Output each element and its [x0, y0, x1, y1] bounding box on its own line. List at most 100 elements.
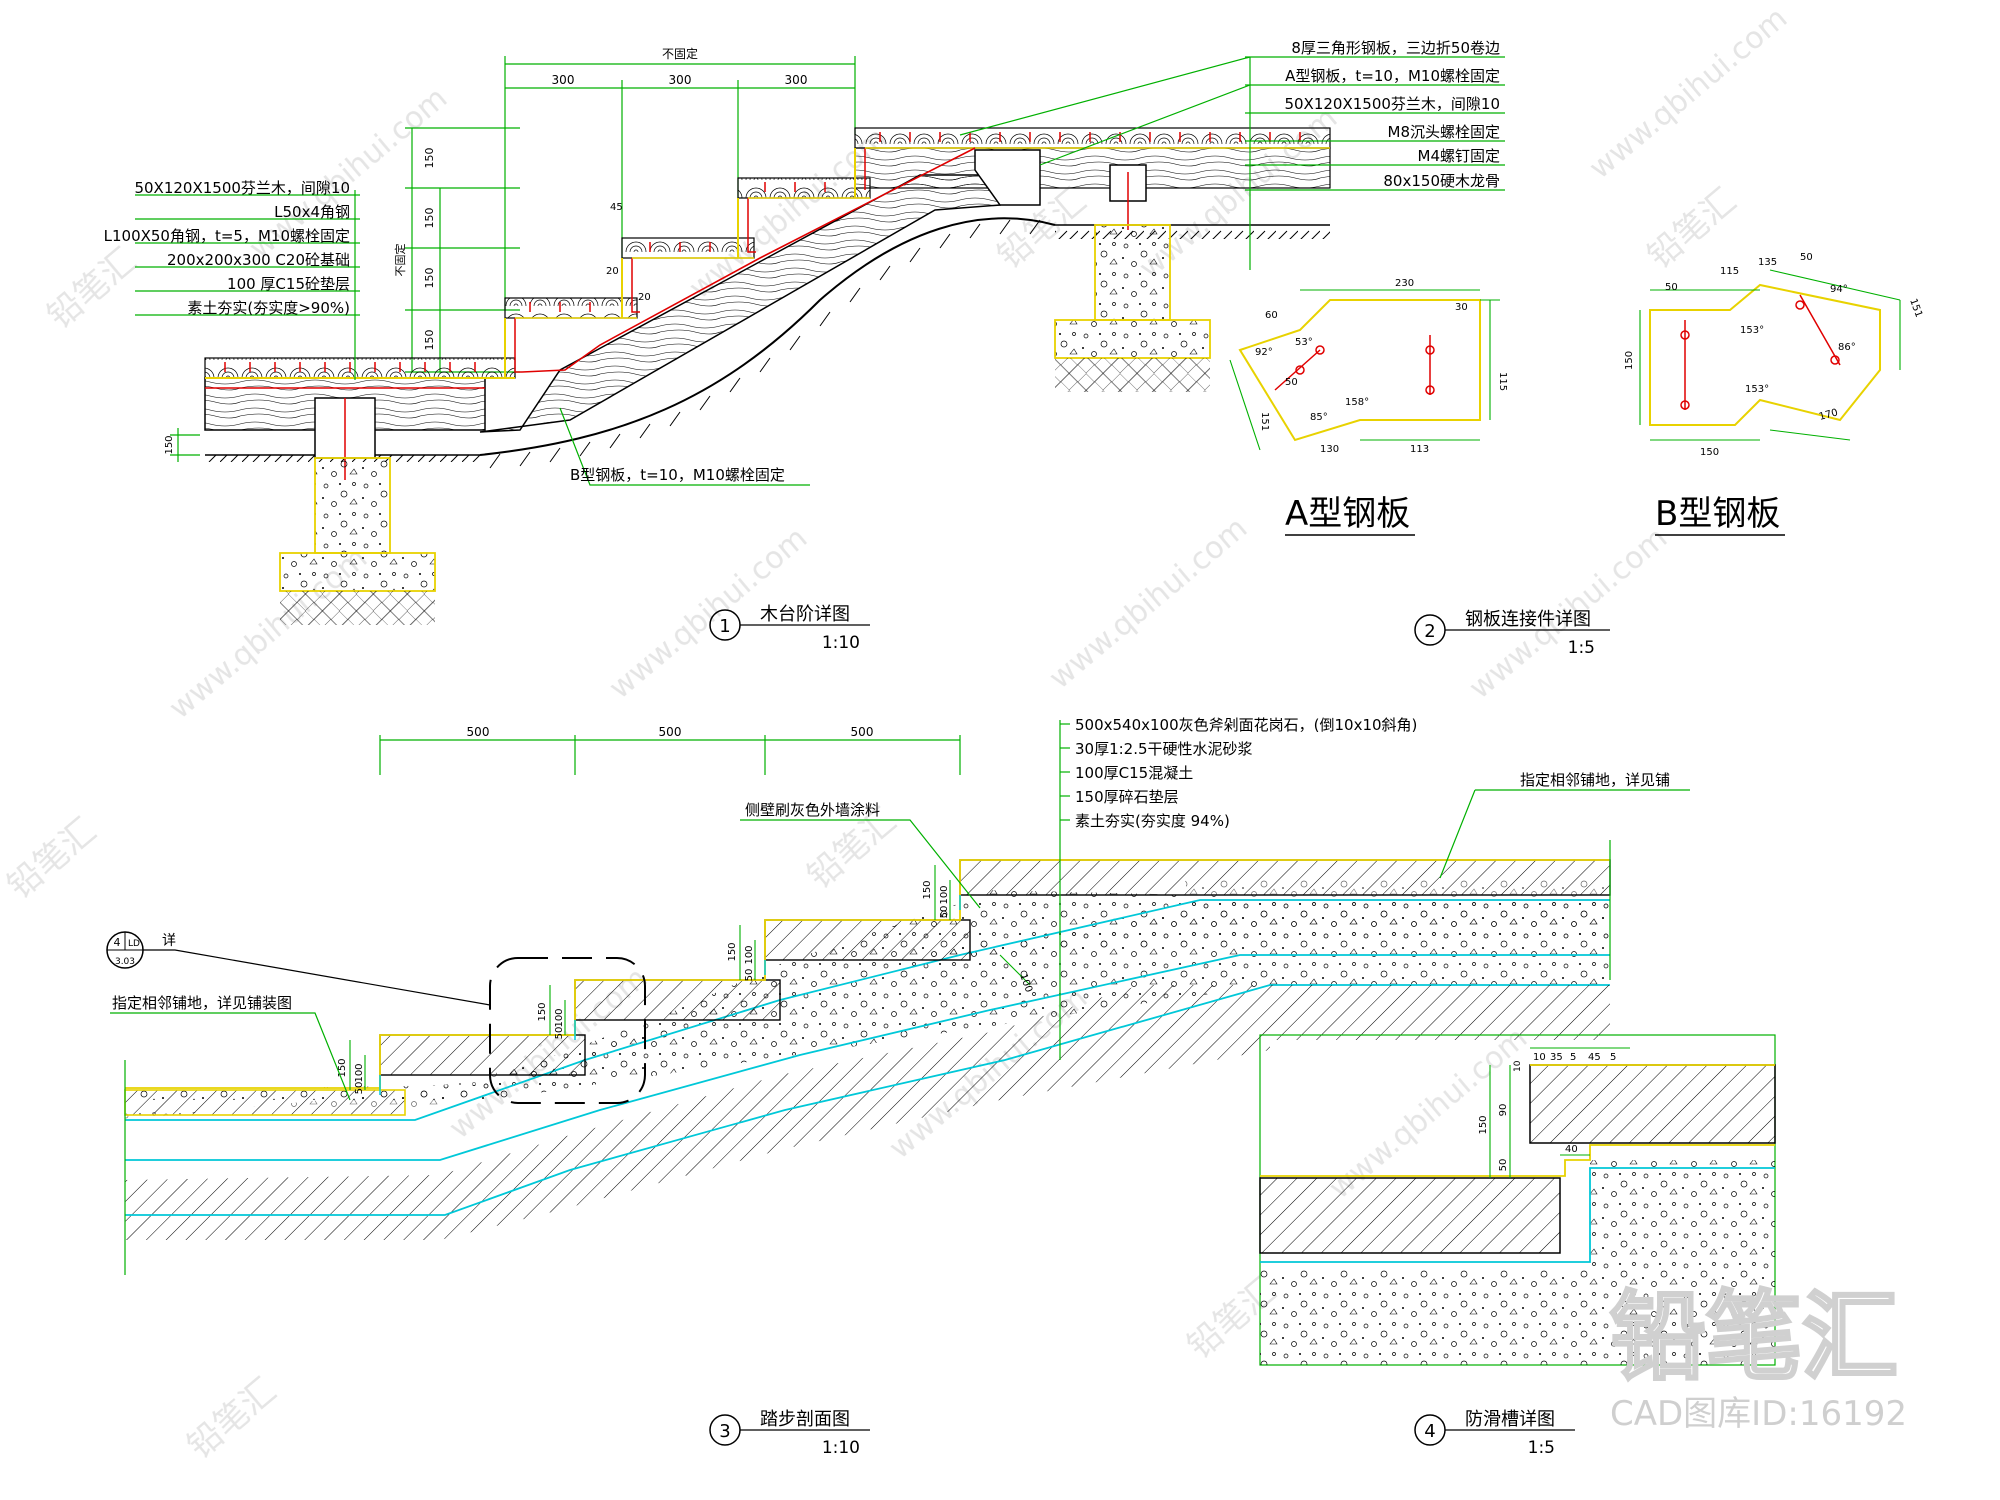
note-right-6: 80x150硬木龙骨	[1383, 172, 1500, 190]
plate-b-dim: 153°	[1745, 384, 1769, 395]
groove-dim: 90	[1498, 1104, 1509, 1117]
watermark-brand: 铅笔汇	[40, 241, 144, 337]
dim-vside: 不固定	[393, 244, 407, 277]
groove-dim: 50	[1498, 1159, 1509, 1172]
drawing-scale: 1:5	[1568, 638, 1595, 658]
dim-chain-top	[504, 56, 856, 310]
leader-left-paving	[110, 1012, 351, 1101]
note-left-4: 200x200x300 C20砼基础	[167, 251, 350, 269]
granite-steps	[124, 859, 1611, 1116]
plate-b-dim: 150	[1624, 351, 1635, 370]
plate-a-dim: 113	[1410, 444, 1429, 455]
dim-r150: 150	[922, 880, 933, 899]
groove-concrete-right	[1590, 1160, 1775, 1270]
dim-v2: 150	[423, 208, 436, 229]
plate-a-label: A型钢板	[1285, 494, 1410, 534]
plate-b-dim: 170	[1818, 407, 1839, 423]
plate-a-dim: 158°	[1345, 397, 1369, 408]
drawing-title: 防滑槽详图	[1465, 1409, 1555, 1430]
groove-lower-block	[1259, 1177, 1561, 1254]
groove-concrete	[1260, 1270, 1775, 1365]
lower-landing-boards	[204, 357, 516, 379]
footing-right	[1054, 224, 1211, 392]
drawing-wood-steps: 不固定 300 300 300 150 150 150 150 不固定 150 …	[104, 39, 1505, 653]
leader-side-wall	[740, 819, 981, 909]
layer-note-2: 30厚1:2.5干硬性水泥砂浆	[1075, 740, 1253, 758]
leaders-right	[959, 56, 1505, 270]
dim-d3: 300	[785, 73, 808, 87]
slope-soil-hatch	[489, 219, 1041, 469]
drawing-title: 木台阶详图	[760, 604, 850, 625]
dim-r100: 100	[554, 1008, 565, 1027]
plate-b-dim: 151	[1907, 297, 1924, 319]
note-bottom: B型钢板，t=10，M10螺栓固定	[570, 466, 785, 484]
drawing-step-section: 500 500 500	[106, 716, 1690, 1458]
drawing-scale: 1:5	[1528, 1438, 1555, 1458]
layer-note-4: 150厚碎石垫层	[1075, 788, 1179, 806]
brand-watermark: 铅笔汇 CAD图库ID:16192	[1609, 1280, 1908, 1435]
dim-45: 45	[610, 202, 623, 213]
plate-a-dim: 85°	[1310, 412, 1328, 423]
groove-dim: 10	[1513, 1060, 1523, 1072]
dim-r100: 100	[939, 885, 950, 904]
dim-d2: 500	[659, 725, 682, 739]
dim-r50: 50	[939, 906, 950, 919]
layer-note-5: 素土夯实(夯实度 94%)	[1075, 812, 1230, 830]
dim-d1: 300	[552, 73, 575, 87]
groove-dim: 5	[1570, 1052, 1576, 1063]
plate-a-dim: 230	[1395, 278, 1414, 289]
drawing-title: 钢板连接件详图	[1465, 609, 1591, 630]
plate-b-dim: 94°	[1830, 284, 1848, 295]
dim-r100: 100	[354, 1063, 365, 1082]
drawing-number: 4	[1424, 1421, 1435, 1442]
note-right-4: M8沉头螺栓固定	[1388, 123, 1501, 141]
detail-ref-top: 4	[114, 936, 121, 949]
red-stringer-line	[521, 147, 976, 373]
plate-a-dim: 92°	[1255, 347, 1273, 358]
dim-top-label: 不固定	[662, 46, 698, 61]
bolt-marks	[224, 132, 1301, 372]
note-left-6: 素土夯实(夯实度>90%)	[187, 299, 350, 317]
detail-reference[interactable]: 4 LD 3.03 详	[106, 931, 491, 1006]
groove-dim: 5	[1610, 1052, 1616, 1063]
dim-d2: 300	[669, 73, 692, 87]
leader-bottom	[559, 407, 810, 486]
drawing-number: 3	[719, 1421, 730, 1442]
leaders-left	[135, 190, 360, 380]
dim-base: 150	[164, 435, 175, 454]
groove-dim: 35	[1550, 1052, 1563, 1063]
note-left-2: L50x4角钢	[274, 203, 350, 221]
plate-b-dim: 153°	[1740, 325, 1764, 336]
detail-ref-bottom: 3.03	[115, 957, 135, 967]
plate-b-outline	[1649, 283, 1881, 426]
detail-dashed-marker	[489, 957, 646, 1104]
watermark-url: www.qbihui.com	[1043, 511, 1255, 696]
dim-r50: 50	[744, 969, 755, 982]
dim-r150: 150	[537, 1002, 548, 1021]
plate-a-dim: 130	[1320, 444, 1339, 455]
plate-a-dim: 151	[1259, 412, 1270, 431]
note-right-2: A型钢板，t=10，M10螺栓固定	[1285, 67, 1500, 85]
plate-b-label: B型钢板	[1655, 494, 1780, 534]
dim-d1: 500	[467, 725, 490, 739]
note-left-3: L100X50角钢，t=5，M10螺栓固定	[104, 227, 350, 245]
dim-chain-top	[379, 735, 961, 775]
dim-r150: 150	[727, 942, 738, 961]
detail-ref-code: LD	[128, 939, 140, 949]
plate-b-dim: 50	[1665, 282, 1678, 293]
dim-20b: 20	[638, 292, 651, 303]
groove-dim: 40	[1565, 1144, 1578, 1155]
detail-ref-label: 详	[162, 933, 176, 949]
watermark-brand: 铅笔汇	[0, 811, 104, 907]
concrete-base	[125, 890, 1610, 1120]
drawing-scale: 1:10	[822, 633, 860, 653]
watermark-url: www.qbihui.com	[1583, 1, 1795, 186]
groove-dim: 150	[1478, 1115, 1489, 1134]
left-paving-note: 指定相邻铺地，详见铺装图	[112, 994, 292, 1012]
drawing-title: 踏步剖面图	[760, 1409, 850, 1430]
plate-b-dim: 150	[1700, 447, 1719, 458]
dim-v3: 150	[423, 268, 436, 289]
note-right-1: 8厚三角形钢板，三边折50卷边	[1291, 39, 1500, 57]
dim-v4: 150	[423, 330, 436, 351]
